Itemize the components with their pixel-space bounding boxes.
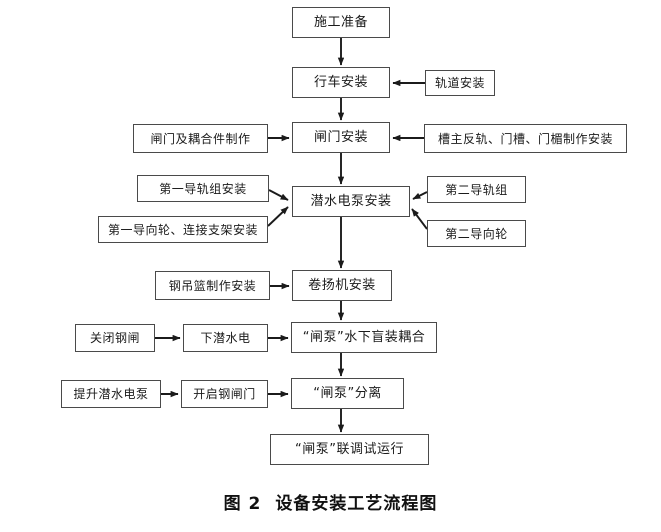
node-submerge-pump[interactable]: 下潜水电 bbox=[183, 324, 268, 352]
edge-first-rail-set-to-pump bbox=[268, 189, 289, 201]
node-lift-submersible-pump[interactable]: 提升潜水电泵 bbox=[61, 380, 161, 408]
node-gate-and-coupling-fabrication[interactable]: 闸门及耦合件制作 bbox=[133, 124, 268, 153]
node-construction-preparation[interactable]: 施工准备 bbox=[292, 7, 390, 38]
node-steel-hanging-basket-fabrication[interactable]: 钢吊篮制作安装 bbox=[155, 271, 270, 300]
node-submersible-pump-installation[interactable]: 潜水电泵安装 bbox=[292, 186, 410, 217]
edge-second-guide-wheel-to-pump bbox=[411, 208, 428, 230]
figure-caption-label: 图 2 bbox=[223, 494, 262, 514]
node-second-rail-group[interactable]: 第二导轨组 bbox=[427, 176, 526, 203]
node-open-steel-gate[interactable]: 开启钢闸门 bbox=[181, 380, 268, 408]
node-pump-gate-separation[interactable]: “闸泵”分离 bbox=[291, 378, 404, 409]
node-pump-gate-underwater-blind-coupling[interactable]: “闸泵”水下盲装耦合 bbox=[291, 322, 437, 353]
node-first-guide-wheel-bracket-installation[interactable]: 第一导向轮、连接支架安装 bbox=[98, 216, 268, 243]
figure-caption-title: 设备安装工艺流程图 bbox=[275, 494, 438, 514]
node-slot-main-rail-gate-slot-lintel[interactable]: 槽主反轨、门槽、门楣制作安装 bbox=[424, 124, 627, 153]
node-track-installation[interactable]: 轨道安装 bbox=[425, 70, 495, 96]
node-second-guide-wheel[interactable]: 第二导向轮 bbox=[427, 220, 526, 247]
node-winch-installation[interactable]: 卷扬机安装 bbox=[292, 270, 392, 301]
node-close-steel-gate[interactable]: 关闭钢闸 bbox=[75, 324, 155, 352]
node-first-rail-group-installation[interactable]: 第一导轨组安装 bbox=[137, 175, 269, 202]
figure-caption: 图 2 设备安装工艺流程图 bbox=[0, 489, 661, 514]
node-crane-installation[interactable]: 行车安装 bbox=[292, 67, 390, 98]
edge-second-rail-set-to-pump bbox=[412, 191, 428, 200]
node-pump-gate-joint-commissioning[interactable]: “闸泵”联调试运行 bbox=[270, 434, 429, 465]
node-gate-installation[interactable]: 闸门安装 bbox=[292, 122, 390, 153]
edge-first-guide-wheel-to-pump bbox=[267, 206, 289, 227]
